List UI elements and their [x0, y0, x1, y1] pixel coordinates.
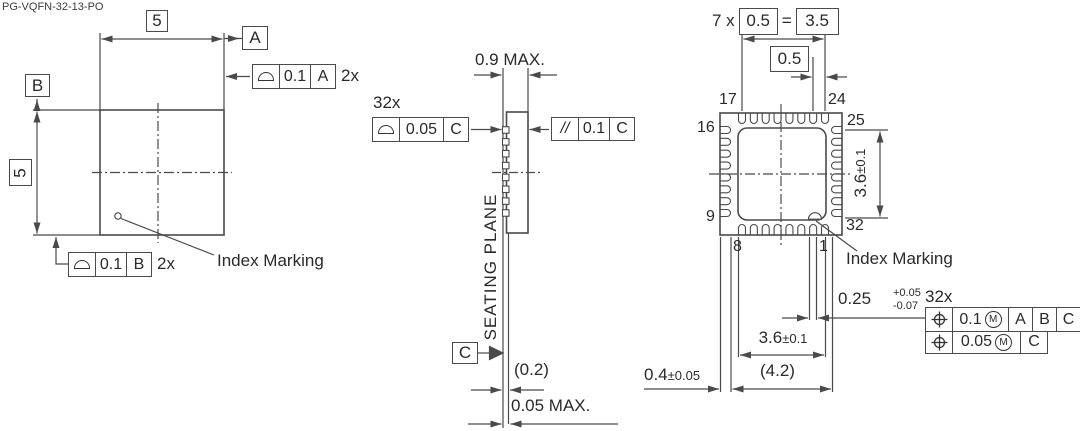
pad-height-dim: 3.6±0.1	[850, 148, 870, 198]
body-height-dim: 5	[9, 159, 32, 186]
fcf-profile-datum-b: 0.1 B	[68, 252, 152, 277]
fcf-parallelism: // 0.1 C	[551, 117, 635, 141]
drawing-title: PG-VQFN-32-13-PO	[2, 1, 104, 13]
pad-width-dim: 3.6±0.1	[758, 328, 808, 347]
datum-a-label: A	[242, 26, 268, 50]
datum-c-triangle	[488, 345, 505, 361]
profile-of-surface-icon	[74, 260, 90, 269]
fcf-bottom-count: 2x	[157, 254, 175, 273]
seating-plane-label: SEATING PLANE	[481, 193, 500, 341]
fcf-profile-datum-a: 0.1 A	[252, 64, 336, 89]
bottom-view-lines	[644, 33, 925, 393]
index-marking-label: Index Marking	[846, 249, 953, 268]
datum-b-label: B	[25, 74, 50, 97]
mmc-modifier-icon: M	[984, 311, 1002, 328]
profile-of-surface-icon	[258, 72, 274, 81]
position-icon	[926, 332, 952, 353]
mmc-modifier-icon: M	[995, 333, 1013, 351]
pin-label-32: 32	[846, 217, 864, 234]
lead-count-label: 32x	[373, 93, 401, 112]
body-span-dim: (4.2)	[760, 361, 795, 380]
pin-label-8: 8	[733, 238, 742, 255]
thickness-dim: 0.9 MAX.	[475, 50, 545, 69]
index-marking-notch	[807, 212, 823, 220]
index-marking-label: Index Marking	[217, 251, 324, 270]
pin-label-9: 9	[706, 208, 715, 225]
side-view-lines	[468, 68, 618, 428]
position-icon	[926, 308, 952, 331]
pitch-basic-dim: 0.5	[738, 8, 778, 35]
parallelism-icon: //	[560, 120, 570, 137]
datum-c-label: C	[452, 342, 478, 364]
index-marking-dot	[114, 212, 122, 220]
fcf-top-count: 2x	[341, 66, 359, 85]
index-marking-leader	[815, 220, 858, 252]
pin-label-1: 1	[819, 238, 828, 255]
profile-of-surface-icon	[378, 125, 394, 134]
single-pitch-dim: 0.5	[770, 46, 809, 72]
fcf-profile-datum-c: 0.05 C	[372, 117, 469, 142]
index-marking-leader	[120, 217, 215, 256]
lead-width-tolerance: +0.05 -0.07	[893, 287, 921, 312]
pin-label-17: 17	[719, 91, 737, 108]
side-view-leads	[501, 126, 510, 217]
standoff-dim: (0.2)	[514, 360, 549, 379]
lead-width-dim: 0.25	[838, 289, 872, 308]
pin-label-24: 24	[828, 91, 846, 108]
pitch-total-dim: 3.5	[795, 8, 839, 35]
pin-label-16: 16	[697, 119, 715, 136]
pitch-equation: 7 x 0.5 = 3.5	[712, 8, 839, 35]
lead-width-count: 32x	[925, 287, 953, 306]
lead-length-dim: 0.4±0.05	[644, 365, 701, 384]
burr-dim: 0.05 MAX.	[511, 396, 591, 415]
body-width-dim: 5	[146, 10, 168, 32]
top-view-lines	[33, 33, 250, 265]
bottom-view-leads	[720, 113, 842, 235]
pin-label-25: 25	[847, 112, 865, 129]
